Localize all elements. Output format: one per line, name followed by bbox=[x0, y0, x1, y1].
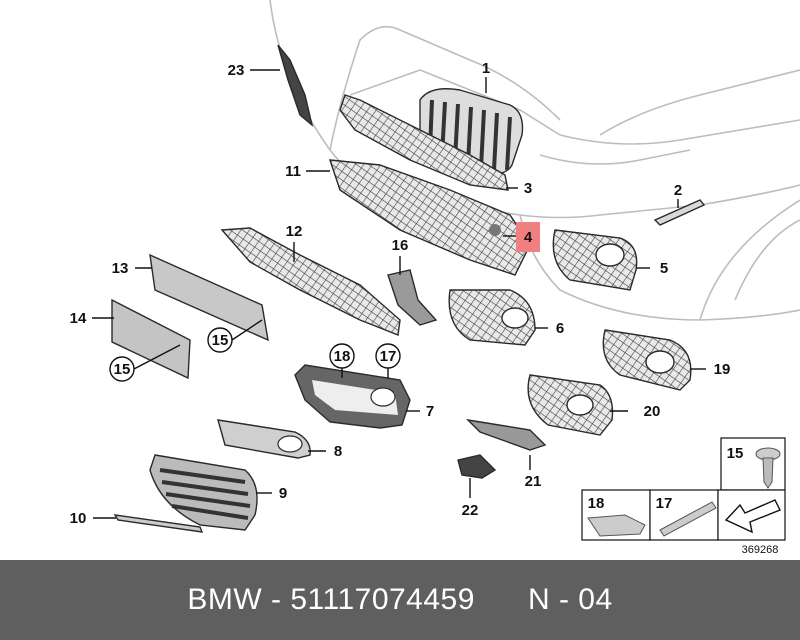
leader-lines bbox=[92, 69, 706, 519]
clip-icon bbox=[587, 514, 646, 537]
callout-15b: 15 bbox=[114, 361, 131, 378]
bracket-21-part bbox=[465, 418, 547, 451]
callout-5: 5 bbox=[660, 260, 668, 277]
callout-11: 11 bbox=[285, 163, 301, 180]
upper-mesh-grille-part bbox=[339, 94, 509, 191]
callout-19: 19 bbox=[714, 361, 731, 378]
fog-grille-6-part bbox=[448, 289, 536, 346]
fog-frame-7-part bbox=[294, 364, 411, 429]
footer-brand: BMW bbox=[187, 583, 263, 616]
callout-15-circle-a bbox=[207, 327, 233, 353]
footer-part-number: 51117074459 bbox=[290, 583, 475, 616]
callout-21: 21 bbox=[525, 473, 542, 490]
fog-ring-8-part bbox=[217, 419, 311, 459]
callout-1: 1 bbox=[482, 60, 490, 77]
callout-10: 10 bbox=[70, 510, 87, 527]
callout-13: 13 bbox=[112, 260, 129, 277]
callout-9: 9 bbox=[279, 485, 287, 502]
callout-2: 2 bbox=[674, 182, 682, 199]
callout-15a: 15 bbox=[212, 332, 229, 349]
license-plate-part bbox=[111, 298, 191, 380]
legend-box-15 bbox=[720, 437, 786, 491]
footer-gap bbox=[475, 583, 528, 617]
clamp-icon bbox=[659, 501, 717, 537]
callout-18-circle bbox=[329, 343, 355, 369]
fog-grille-20-part bbox=[527, 374, 614, 436]
center-mesh-grille-part bbox=[328, 159, 531, 276]
callout-17-circle bbox=[375, 343, 401, 369]
side-grille-23-part bbox=[277, 44, 314, 127]
strip-10-part bbox=[113, 514, 204, 533]
callout-7: 7 bbox=[426, 403, 434, 420]
footer-separator: - bbox=[262, 583, 291, 616]
callout-6: 6 bbox=[556, 320, 564, 337]
fog-grille-5-part bbox=[552, 229, 638, 291]
figure-number: 369268 bbox=[742, 544, 779, 556]
callout-17: 17 bbox=[380, 348, 397, 365]
callout-14: 14 bbox=[70, 310, 87, 327]
callout-12: 12 bbox=[286, 223, 303, 240]
cap-22-part bbox=[457, 454, 497, 479]
license-bracket-part bbox=[149, 253, 269, 342]
callout-20: 20 bbox=[644, 403, 661, 420]
grille-9-part bbox=[149, 454, 258, 531]
legend-label-18: 18 bbox=[588, 495, 605, 512]
callout-3: 3 bbox=[524, 180, 532, 197]
screw-icon bbox=[755, 447, 781, 489]
parts-diagram: 1 2 3 4 5 6 7 8 9 10 11 12 13 14 15 15 1… bbox=[70, 0, 800, 556]
trim-strip-2-part bbox=[653, 199, 706, 226]
footer-page: N - 04 bbox=[527, 583, 613, 616]
arrow-icon bbox=[724, 499, 781, 534]
fog-grille-19-part bbox=[602, 329, 692, 391]
callout-15-circle-b bbox=[109, 356, 135, 382]
car-body-outline bbox=[269, 0, 800, 321]
legend-label-15: 15 bbox=[727, 445, 744, 462]
bracket-16-part bbox=[387, 269, 438, 326]
footer-bar: BMW - 51117074459 N - 04 bbox=[0, 560, 800, 640]
callout-16: 16 bbox=[392, 237, 409, 254]
callout-18: 18 bbox=[334, 348, 351, 365]
callout-4: 4 bbox=[524, 229, 533, 246]
lower-mesh-grille-part bbox=[220, 227, 401, 336]
legend-label-17: 17 bbox=[656, 495, 673, 512]
callout-23: 23 bbox=[228, 62, 245, 79]
callout-22: 22 bbox=[462, 502, 479, 519]
callout-labels: 1 2 3 4 5 6 7 8 9 10 11 12 13 14 15 15 1… bbox=[70, 60, 731, 527]
cap-4-part bbox=[489, 224, 501, 236]
legend-boxes: 15 18 17 369268 bbox=[581, 437, 786, 556]
highlight-box bbox=[516, 222, 540, 252]
callout-8: 8 bbox=[334, 443, 342, 460]
